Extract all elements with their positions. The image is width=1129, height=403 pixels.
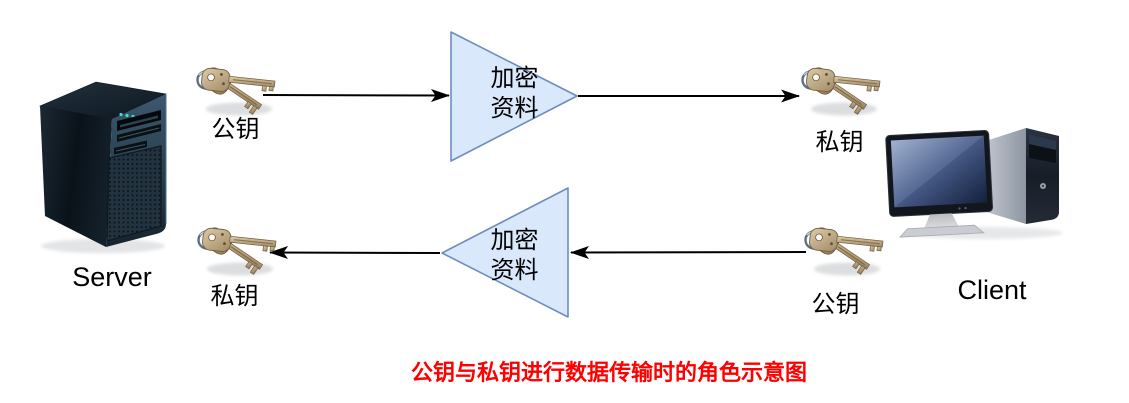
- server-label: Server: [72, 262, 152, 292]
- server-private-key-icon: [199, 225, 277, 278]
- client-public-key-label: 公钥: [811, 291, 860, 318]
- arrow-encrypt-to-server-key: [269, 246, 441, 260]
- server-public-key-icon: [198, 65, 276, 118]
- arrow-group: [262, 88, 807, 260]
- server-private-key-label: 私钥: [210, 283, 259, 310]
- server-tower-icon: [38, 81, 168, 253]
- diagram-caption: 公钥与私钥进行数据传输时的角色示意图: [410, 360, 807, 385]
- client-public-key-icon: [806, 225, 884, 278]
- arrow-client-key-to-encrypt: [570, 245, 807, 259]
- encrypt-data-label-bottom: 加密 资料: [490, 227, 539, 284]
- arrow-server-key-to-encrypt: [262, 88, 450, 102]
- encrypt-triangle-top: [450, 31, 578, 162]
- client-private-key-label: 私钥: [815, 129, 864, 156]
- client-private-key-icon: [803, 65, 881, 118]
- desktop-computer-icon: [885, 128, 1063, 239]
- encrypt-triangle-bottom: [441, 187, 569, 318]
- encrypt-data-label-top: 加密 资料: [490, 65, 539, 122]
- client-label: Client: [957, 275, 1027, 305]
- server-public-key-label: 公钥: [211, 116, 260, 143]
